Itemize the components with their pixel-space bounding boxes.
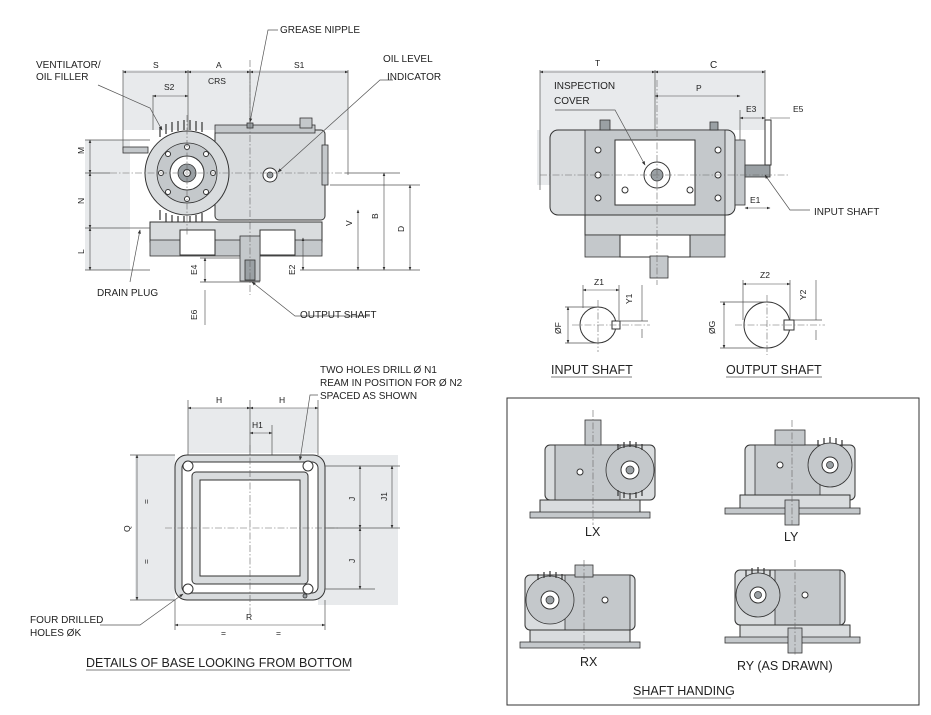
dim-g: ØG (707, 321, 717, 334)
grease-nipple-label: GREASE NIPPLE (280, 25, 360, 36)
handing-rx-label: RX (580, 655, 598, 669)
input-shaft-detail: Z1 Y1 ØF INPUT SHAFT (551, 277, 650, 378)
dim-e2: E2 (287, 264, 297, 275)
dim-eq-left: = (221, 628, 226, 638)
handing-ry-label: RY (AS DRAWN) (737, 659, 833, 673)
shaft-handing-panel: LX LY (506, 397, 920, 706)
handing-title: SHAFT HANDING (633, 684, 735, 698)
base-caption: DETAILS OF BASE LOOKING FROM BOTTOM (86, 656, 352, 670)
dim-r: R (246, 612, 252, 622)
handing-frame (506, 397, 920, 706)
dim-eq-right: = (276, 628, 281, 638)
dim-q: Q (122, 525, 132, 532)
handing-rx: RX (519, 560, 641, 669)
dim-d: D (396, 226, 406, 232)
output-shaft-detail: Z2 Y2 ØG OUTPUT SHAFT (707, 270, 825, 378)
ventilator-label-2: OIL FILLER (36, 72, 88, 83)
ventilator-label-1: VENTILATOR/ (36, 60, 101, 71)
dim-e1: E1 (750, 195, 761, 205)
four-holes-label-2: HOLES ØK (30, 628, 81, 639)
dim-s: S (153, 60, 159, 70)
holes-label-1: TWO HOLES DRILL Ø N1 (320, 365, 437, 376)
dim-f: ØF (553, 322, 563, 334)
drain-plug-label: DRAIN PLUG (97, 288, 158, 299)
dim-b: B (370, 213, 380, 219)
inspection-label-1: INSPECTION (554, 81, 615, 92)
dim-e5: E5 (793, 104, 804, 114)
handing-ly-label: LY (784, 530, 799, 544)
dim-t: T (595, 58, 600, 68)
input-shaft-label: INPUT SHAFT (814, 207, 879, 218)
handing-lx-label: LX (585, 525, 601, 539)
dim-h-left: H (216, 395, 222, 405)
dim-y2: Y2 (798, 289, 808, 300)
dim-eq-lower: = (141, 559, 151, 564)
base-view: TWO HOLES DRILL Ø N1 REAM IN POSITION FO… (30, 365, 463, 671)
dim-c: C (710, 60, 717, 71)
input-shaft-caption: INPUT SHAFT (551, 363, 633, 377)
dim-j-lower: J (347, 559, 357, 563)
dim-y1: Y1 (624, 293, 634, 304)
dim-a: A (216, 60, 222, 70)
front-view: GREASE NIPPLE VENTILATOR/ OIL FILLER OIL… (36, 25, 441, 325)
dim-m: M (76, 147, 86, 154)
dim-s2: S2 (164, 82, 175, 92)
oil-level-label-2: INDICATOR (387, 72, 441, 83)
holes-label-3: SPACED AS SHOWN (320, 391, 417, 402)
holes-label-2: REAM IN POSITION FOR Ø N2 (320, 378, 463, 389)
dim-n: N (76, 198, 86, 204)
dim-crs: CRS (208, 76, 226, 86)
dim-e4: E4 (189, 264, 199, 275)
dim-j-upper: J (347, 497, 357, 501)
dim-z1: Z1 (594, 277, 604, 287)
handing-ry: RY (AS DRAWN) (724, 560, 861, 673)
four-holes-label-1: FOUR DRILLED (30, 615, 103, 626)
dim-e6: E6 (189, 309, 199, 320)
dim-s1: S1 (294, 60, 305, 70)
handing-ly: LY (724, 420, 861, 544)
dim-j1: J1 (379, 492, 389, 501)
dim-e3: E3 (746, 104, 757, 114)
dim-z2: Z2 (760, 270, 770, 280)
dim-p: P (696, 83, 702, 93)
dim-v: V (344, 220, 354, 226)
dim-l: L (76, 249, 86, 254)
oil-level-label-1: OIL LEVEL (383, 54, 433, 65)
dim-h1: H1 (252, 420, 263, 430)
handing-lx: LX (529, 410, 656, 539)
output-shaft-label: OUTPUT SHAFT (300, 310, 376, 321)
output-shaft-caption: OUTPUT SHAFT (726, 363, 822, 377)
inspection-label-2: COVER (554, 96, 590, 107)
dim-eq-upper: = (141, 499, 151, 504)
side-view: T C P E3 E5 E1 INSPECTION COVER INPUT SH… (537, 58, 879, 285)
dim-h-right: H (279, 395, 285, 405)
